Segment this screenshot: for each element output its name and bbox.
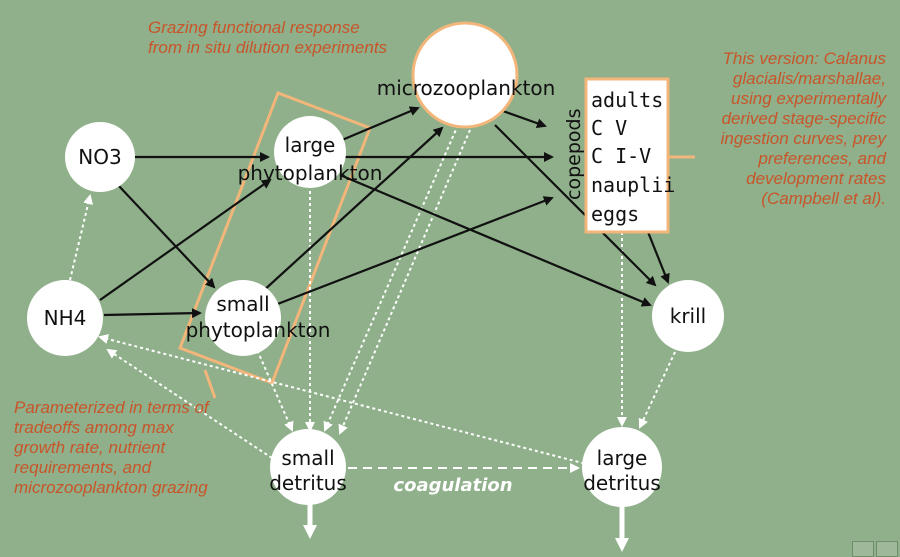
copepod-stage-eggs: eggs: [591, 202, 639, 226]
large-detritus-node: [582, 427, 662, 507]
nh4-to-no3-arrow: [69, 194, 94, 281]
version-annotation-line: preferences, and: [758, 149, 886, 168]
small-phyto-node: [205, 280, 281, 356]
large-phyto-label-line1: large: [285, 133, 336, 157]
microzoo-to-large-detritus-arrow: [338, 129, 471, 435]
grazing-annotation: Grazing functional response from in situ…: [148, 18, 387, 58]
parameterized-annotation-line: growth rate, nutrient: [14, 438, 166, 457]
krill-to-large-detritus-arrow: [638, 351, 676, 429]
version-annotation: This version: Calanus glacialis/marshall…: [686, 49, 886, 209]
small-phyto-to-copepods-arrow: [274, 196, 554, 307]
parameterized-annotation-line: microzooplankton grazing: [14, 478, 208, 497]
no3-node: [65, 122, 135, 192]
small-phyto-label-line2: phytoplankton: [186, 318, 331, 342]
copepods-to-krill-arrow: [646, 231, 670, 284]
version-annotation-line: ingestion curves, prey: [720, 129, 886, 148]
nh4-node: [27, 280, 103, 356]
copepods-box: [584, 77, 670, 234]
grazing-annotation-line: Grazing functional response: [148, 18, 360, 37]
copepod-stage-cv: C V: [591, 116, 627, 140]
large-detritus-to-nh4-arrow: [98, 334, 591, 466]
parameterized-annotation-line: requirements, and: [14, 458, 152, 477]
corner-control-right[interactable]: [876, 541, 898, 557]
solid-flows: [99, 106, 670, 319]
microzoo-node: [411, 21, 519, 129]
parameterized-annotation-line: tradeoffs among max: [14, 418, 174, 437]
small-phyto-to-microzoo-arrow: [261, 126, 444, 293]
small-detritus-label-line2: detritus: [269, 471, 347, 495]
grazing-annotation-line: from in situ dilution experiments: [148, 38, 388, 57]
microzoo-to-small-detritus-arrow: [323, 124, 459, 432]
dotted-flows: [69, 124, 676, 466]
microzoo-to-copepods-arrow: [499, 108, 547, 129]
small-detritus-node: [270, 429, 346, 505]
microzoo-label: microzooplankton: [377, 76, 556, 100]
small-detritus-to-nh4-arrow: [106, 348, 273, 459]
krill-node: [652, 280, 724, 352]
version-annotation-line: development rates: [746, 169, 886, 188]
version-annotation-line: This version: Calanus: [722, 49, 886, 68]
no3-label: NO3: [78, 145, 121, 169]
small-phyto-to-small-detritus-arrow: [254, 344, 294, 432]
phytoplankton-highlight-box: [178, 91, 372, 385]
copepod-stage-ci-v: C I-V: [591, 144, 651, 168]
small-phyto-label-line1: small: [216, 292, 269, 316]
large-phyto-label-line2: phytoplankton: [238, 161, 383, 185]
microzoo-to-krill-arrow: [494, 124, 657, 287]
parameterized-connector: [203, 369, 217, 399]
copepod-stage-adults: adults: [591, 88, 663, 112]
krill-label: krill: [670, 304, 706, 328]
large-phyto-node: [274, 116, 346, 188]
nh4-to-small-phyto-arrow: [103, 308, 202, 319]
parameterized-annotation: Parameterized in terms of tradeoffs amon…: [14, 398, 209, 498]
no3-to-small-phyto-arrow: [117, 184, 216, 289]
version-annotation-line: using experimentally: [731, 89, 886, 108]
large-phyto-to-krill-arrow: [339, 173, 652, 307]
large-detritus-label-line1: large: [597, 446, 648, 470]
corner-control-left[interactable]: [852, 541, 874, 557]
version-annotation-line: derived stage-specific: [721, 109, 886, 128]
nh4-to-large-phyto-arrow: [99, 178, 272, 301]
small-detritus-label-line1: small: [281, 446, 334, 470]
large-detritus-label-line2: detritus: [583, 471, 661, 495]
nh4-label: NH4: [44, 306, 87, 330]
parameterized-annotation-line: Parameterized in terms of: [14, 398, 209, 417]
copepod-stage-nauplii: nauplii: [591, 173, 675, 197]
version-annotation-line: glacialis/marshallae,: [732, 69, 886, 88]
copepods-title: copepods: [563, 109, 585, 200]
coagulation-label: coagulation: [393, 475, 512, 496]
version-annotation-line: (Campbell et al).: [761, 189, 886, 208]
large-phyto-to-microzoo-arrow: [341, 106, 420, 142]
